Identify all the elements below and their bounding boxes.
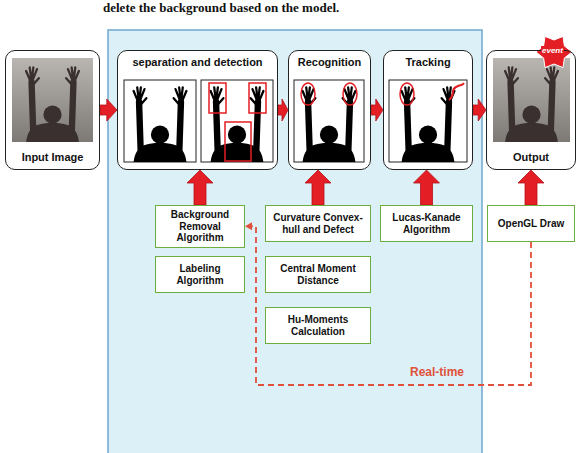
flow-arrow <box>305 170 331 205</box>
flow-arrow <box>245 222 531 385</box>
flow-arrow <box>100 99 117 121</box>
node-text: Input Image <box>20 151 86 163</box>
flow-arrow <box>187 170 213 205</box>
method-box: Lucas-Kanade Algorithm <box>380 205 473 242</box>
method-box: Central Moment Distance <box>265 256 371 293</box>
box-ground <box>486 50 576 170</box>
stage-box: separation and detection <box>117 50 278 170</box>
node-text: Output <box>511 151 551 163</box>
binary-images <box>124 80 273 162</box>
stage-box: Recognition <box>288 50 371 170</box>
output-photo <box>493 36 572 142</box>
box-ground <box>117 50 278 170</box>
method-box: Background Removal Algorithm <box>155 205 245 248</box>
method-box: Curvature Convex-hull and Defect <box>265 205 371 242</box>
node-text: Background Removal Algorithm <box>160 209 240 244</box>
node-text: Labeling Algorithm <box>160 263 240 286</box>
method-box: Labeling Algorithm <box>155 256 245 293</box>
event-badge: event <box>541 46 564 55</box>
caption-fragment: delete the background based on the model… <box>103 0 339 16</box>
method-box: Hu-Moments Calculation <box>265 307 371 344</box>
stage-box: Tracking <box>383 50 473 170</box>
node-text: Central Moment Distance <box>270 263 366 286</box>
node-text: OpenGL Draw <box>498 218 565 230</box>
node-text: Curvature Convex-hull and Defect <box>270 212 366 235</box>
pipeline-panel <box>108 30 482 453</box>
flow-arrow <box>371 99 383 121</box>
method-box: OpenGL Draw <box>487 205 575 242</box>
node-text: Recognition <box>296 56 364 68</box>
node-text: separation and detection <box>130 56 264 68</box>
flow-arrow <box>414 170 440 205</box>
flow-arrow <box>473 99 486 121</box>
box-ground <box>5 50 100 170</box>
input-photo <box>12 58 93 142</box>
node-text: Tracking <box>403 56 452 68</box>
edge-label: Real-time <box>408 365 466 379</box>
flow-arrow <box>518 170 544 205</box>
tracking-image <box>389 80 467 162</box>
flow-arrow <box>278 99 288 121</box>
box-ground <box>288 50 371 170</box>
stage-box: Output <box>486 50 576 170</box>
node-text: Hu-Moments Calculation <box>270 314 366 337</box>
box-ground <box>383 50 473 170</box>
recognition-image <box>294 80 364 162</box>
stage-box: Input Image <box>5 50 100 170</box>
node-text: Lucas-Kanade Algorithm <box>385 212 468 235</box>
